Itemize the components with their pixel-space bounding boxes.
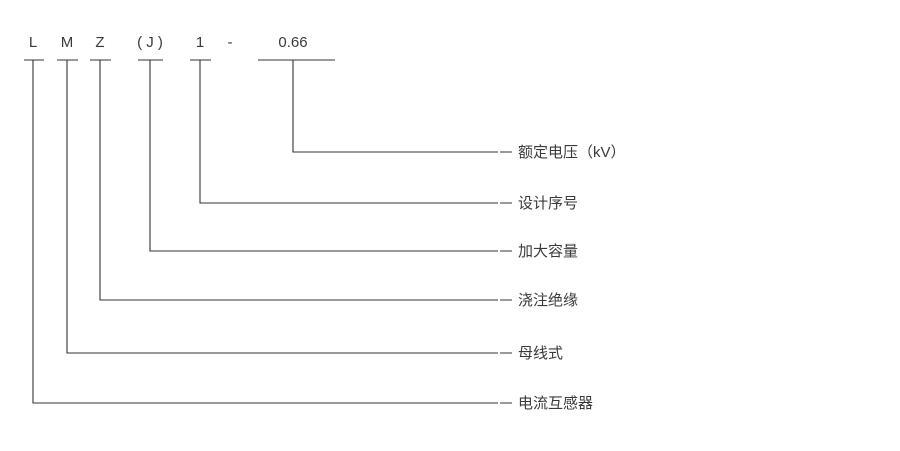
- code-char-seg-voltage: 0.66: [278, 34, 307, 51]
- label-callout-voltage: 额定电压（kV）: [518, 144, 626, 161]
- leader-callout-capacity: [149, 60, 498, 252]
- label-callout-busbar: 母线式: [518, 345, 563, 362]
- code-char-seg-hyphen: -: [228, 34, 233, 51]
- code-char-seg-one: 1: [196, 34, 204, 51]
- leader-callout-busbar: [66, 60, 498, 354]
- label-dash-marks-group: [500, 151, 512, 404]
- code-char-seg-l: L: [29, 34, 37, 51]
- leader-callout-voltage: [292, 60, 498, 153]
- leader-callout-casting: [99, 60, 498, 301]
- label-callout-casting: 浇注绝缘: [518, 292, 578, 309]
- code-char-seg-m: M: [61, 34, 74, 51]
- leader-callout-device: [32, 60, 498, 404]
- code-char-seg-j: ( J ): [137, 34, 163, 51]
- label-callout-device: 电流互感器: [518, 395, 593, 412]
- label-callout-design: 设计序号: [518, 195, 578, 212]
- label-callout-capacity: 加大容量: [518, 243, 578, 260]
- leader-lines-group: [32, 60, 498, 404]
- leader-callout-design: [199, 60, 498, 204]
- code-characters-group: L M Z ( J ) 1 - 0.66: [29, 34, 308, 51]
- code-char-seg-z: Z: [95, 34, 104, 51]
